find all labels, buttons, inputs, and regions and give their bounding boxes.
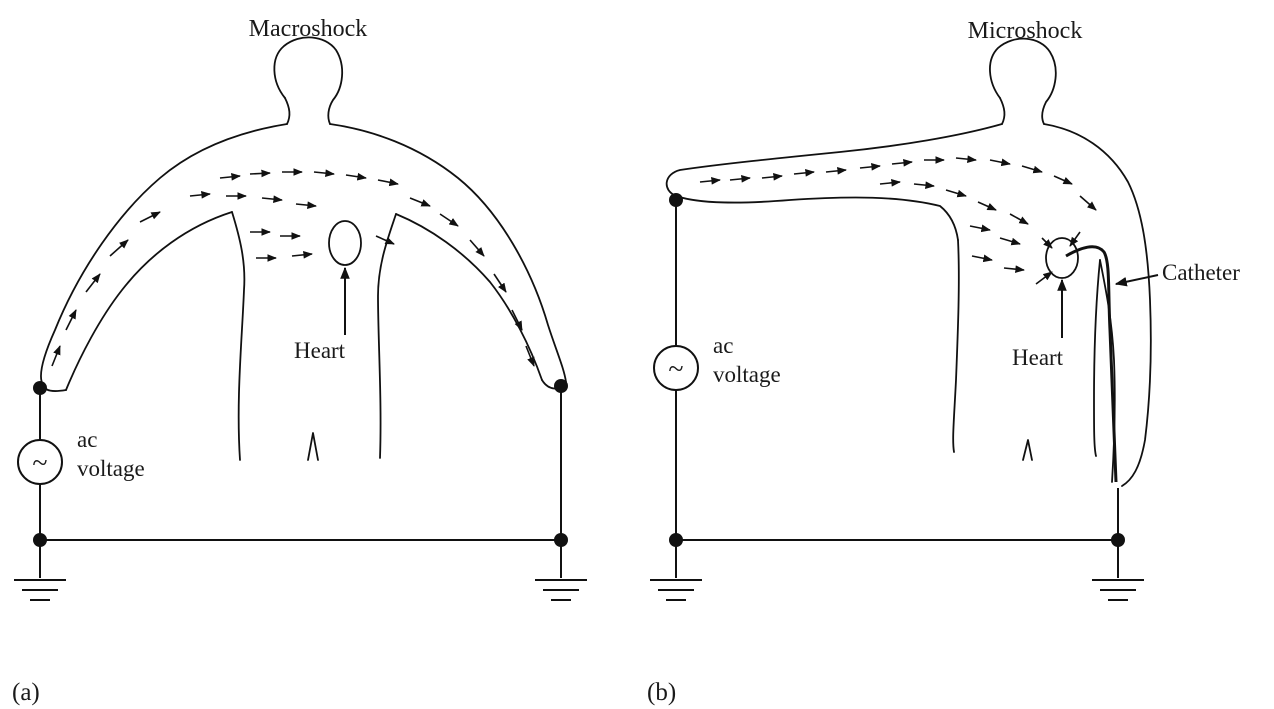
current-flow-arrows-a <box>52 172 534 366</box>
voltage-label-b: voltage <box>713 362 781 387</box>
ac-label-b: ac <box>713 333 733 358</box>
heart-label-b: Heart <box>1012 345 1064 370</box>
voltage-label-a: voltage <box>77 456 145 481</box>
junction-a-3 <box>33 533 47 547</box>
ac-label-a: ac <box>77 427 97 452</box>
ground-symbol-a-right <box>535 580 587 600</box>
panel-b-title: Microshock <box>968 18 1083 44</box>
junction-b-2 <box>669 533 683 547</box>
body-figure-b <box>667 39 1151 486</box>
panel-b-microshock: Microshock <box>647 18 1240 706</box>
catheter-pointer <box>1116 275 1158 284</box>
body-figure-a <box>41 37 566 460</box>
junction-a-4 <box>554 533 568 547</box>
junction-b-1 <box>669 193 683 207</box>
ac-source-symbol-a: ~ <box>32 448 47 479</box>
ground-symbol-b-left <box>650 580 702 600</box>
panel-b-label: (b) <box>647 679 676 706</box>
current-flow-arrows-b <box>700 158 1096 284</box>
catheter-label: Catheter <box>1162 260 1240 285</box>
junction-b-3 <box>1111 533 1125 547</box>
catheter-path <box>1066 247 1116 482</box>
ground-symbol-b-right <box>1092 580 1144 600</box>
ac-source-symbol-b: ~ <box>668 354 683 385</box>
heart-shape-a <box>329 221 361 265</box>
panel-a-label: (a) <box>12 679 40 706</box>
panel-a-macroshock: Macroshock <box>12 16 587 706</box>
junction-a-1 <box>33 381 47 395</box>
ground-symbol-a-left <box>14 580 66 600</box>
heart-label-a: Heart <box>294 338 346 363</box>
junction-a-2 <box>554 379 568 393</box>
